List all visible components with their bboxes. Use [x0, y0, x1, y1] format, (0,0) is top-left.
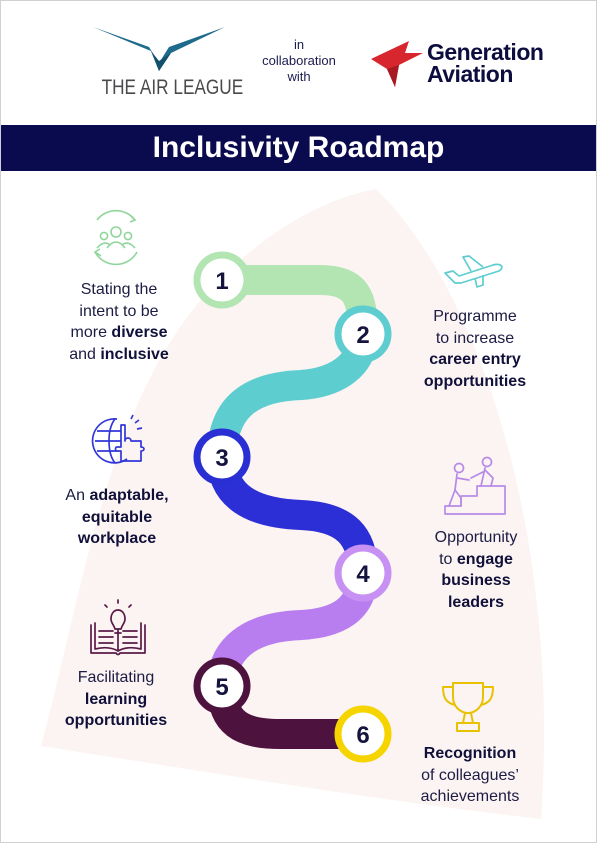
step-number-5: 5 — [215, 674, 228, 701]
step-label-2: Programme to increase career entry oppor… — [403, 306, 547, 392]
label-line: leaders — [447, 593, 505, 611]
label-line: opportunities — [423, 372, 527, 390]
label-line: Stating the — [80, 281, 158, 298]
generation-aviation-mark-icon — [371, 41, 423, 87]
path-segment-2 — [207, 319, 378, 472]
path-segment-3 — [207, 442, 378, 588]
collab-line: collaboration — [262, 53, 336, 68]
step-label-6: Recognition of colleagues’ achievements — [399, 743, 541, 808]
step-number-4: 4 — [356, 561, 370, 588]
step-label-4: Opportunity to engage business leaders — [405, 527, 547, 613]
label-line: equitable — [81, 508, 153, 526]
label-line: career entry — [429, 351, 521, 368]
label-line: learning — [84, 690, 148, 708]
step-node-5: 5 — [193, 657, 251, 715]
air-league-bird-icon — [93, 27, 225, 71]
people-group-icon — [93, 209, 138, 266]
ga-name-line: Generation — [427, 39, 544, 65]
trophy-icon — [442, 682, 494, 732]
step-number-3: 3 — [215, 445, 228, 472]
step-number-1: 1 — [215, 268, 228, 295]
label-line: business — [441, 572, 511, 589]
label-line: Opportunity — [434, 529, 518, 546]
step-node-6: 6 — [334, 705, 392, 763]
generation-aviation-logo: Generation Aviation — [369, 37, 569, 93]
label-line: Recognition — [423, 745, 517, 762]
book-lightbulb-icon — [90, 599, 146, 656]
label-line: intent to be — [79, 302, 159, 320]
label-line: Facilitating — [77, 669, 155, 686]
page-title: Inclusivity Roadmap — [1, 125, 596, 171]
step-node-1: 1 — [193, 251, 251, 309]
collaboration-text: in collaboration with — [244, 37, 354, 85]
step-label-3: An adaptable, equitable workplace — [41, 485, 193, 550]
path-segment-4 — [207, 558, 378, 701]
label-line: workplace — [77, 530, 157, 547]
label-line: to increase — [435, 329, 515, 347]
label-line: more diverse — [70, 324, 168, 341]
step-node-2: 2 — [334, 305, 392, 363]
air-league-logo: THE AIR LEAGUE — [89, 25, 244, 105]
puzzle-globe-icon — [91, 414, 145, 464]
airplane-icon — [444, 255, 503, 288]
step-label-5: Facilitating learning opportunities — [41, 667, 191, 732]
step-number-2: 2 — [356, 322, 369, 349]
helping-hand-stairs-icon — [444, 456, 506, 515]
label-line: to engage — [439, 550, 513, 568]
label-line: and inclusive — [69, 345, 169, 363]
ga-name-line: Aviation — [427, 61, 513, 87]
label-line: Programme — [433, 308, 517, 325]
step-number-6: 6 — [356, 722, 369, 749]
label-line: An adaptable, — [65, 487, 169, 504]
label-line: of colleagues’ — [421, 766, 519, 784]
step-label-1: Stating the intent to be more diverse an… — [47, 279, 191, 365]
label-line: achievements — [420, 788, 520, 805]
step-node-3: 3 — [193, 428, 251, 486]
collab-line: with — [287, 69, 311, 84]
generation-aviation-name: Generation Aviation — [427, 39, 544, 87]
step-node-4: 4 — [334, 544, 392, 602]
air-league-name: THE AIR LEAGUE — [101, 76, 244, 99]
label-line: opportunities — [64, 712, 168, 729]
collab-line: in — [293, 37, 305, 52]
